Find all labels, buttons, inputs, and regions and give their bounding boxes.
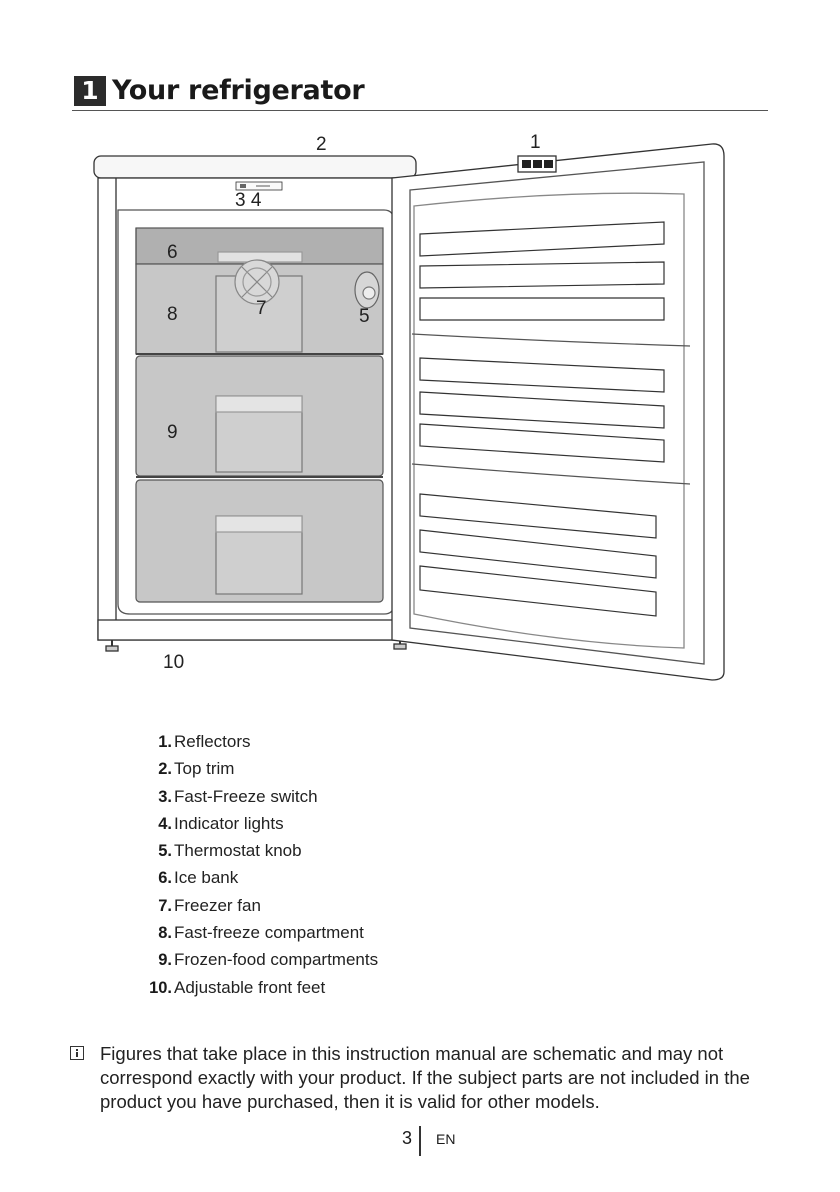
list-item: 3.Fast-Freeze switch [158,786,318,806]
section-number: 1 [74,76,106,106]
callout-switch-lights: 3 4 [235,190,262,211]
callout-front-feet: 10 [163,652,184,673]
section-title: Your refrigerator [112,75,365,106]
door-shelves [411,221,691,617]
top-trim [93,155,417,179]
footer-divider [419,1126,421,1156]
list-item: 5.Thermostat knob [158,841,302,861]
language-code: EN [436,1131,456,1147]
parts-list: 1.Reflectors 2.Top trim 3.Fast-Freeze sw… [128,730,548,1003]
list-item: 4.Indicator lights [158,813,284,833]
callout-frozen-food: 9 [167,422,178,443]
refrigerator-diagram: * *** 2 1 3 4 6 7 8 5 9 10 [93,132,725,681]
list-item: 6.Ice bank [158,868,239,888]
list-item: 7.Freezer fan [158,895,261,915]
list-item: 1.Reflectors [158,732,251,751]
list-item: 2.Top trim [158,759,235,779]
page-footer: 3 EN [0,1126,840,1158]
list-item: 10.Adjustable front feet [149,977,326,997]
callout-thermostat: 5 [359,306,370,327]
page-number: 3 [401,1128,412,1148]
callout-reflectors: 1 [530,132,541,153]
callout-top-trim: 2 [316,134,327,155]
info-icon [70,1046,84,1060]
section-header: 1 Your refrigerator [72,74,768,111]
callout-fast-freeze: 8 [167,304,178,325]
callout-freezer-fan: 7 [256,298,267,319]
note-text: Figures that take place in this instruct… [100,1043,750,1112]
base-plinth [97,619,397,641]
compartments [135,227,384,603]
callout-ice-bank: 6 [167,242,178,263]
list-item: 8.Fast-freeze compartment [158,923,364,943]
list-item: 9.Frozen-food compartments [158,950,379,970]
